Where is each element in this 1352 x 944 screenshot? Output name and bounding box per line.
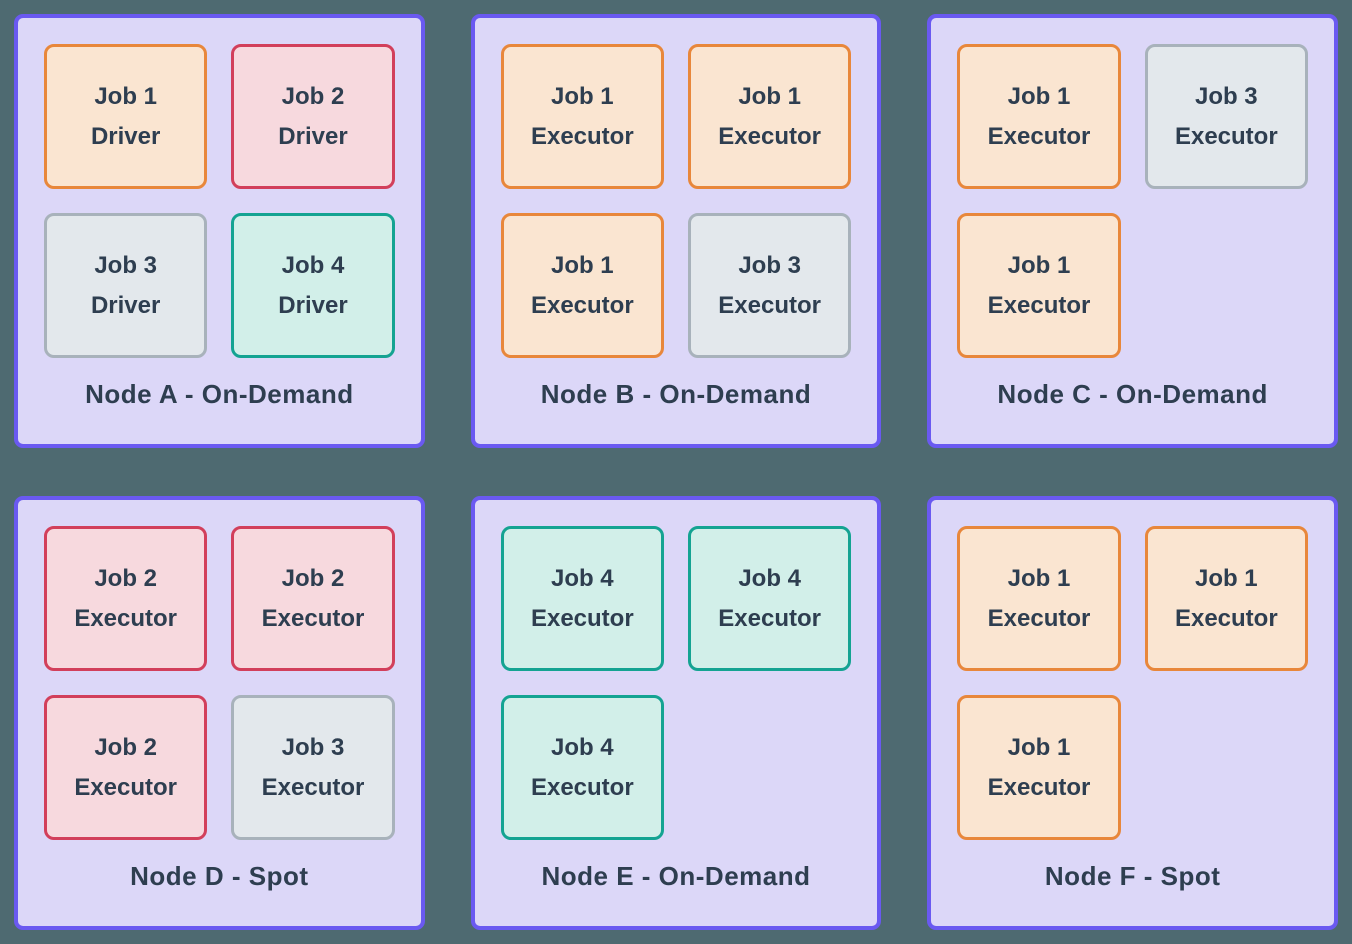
job-box: Job 1 Executor	[957, 213, 1121, 358]
job-box: Job 3 Executor	[231, 695, 395, 840]
job-box: Job 1 Executor	[500, 44, 664, 189]
node-c-on-demand: Job 1 Executor Job 3 Executor Job 1 Exec…	[927, 14, 1338, 448]
job-name: Job 2	[94, 564, 157, 592]
job-name: Job 1	[1194, 564, 1258, 592]
node-e-on-demand: Job 4 Executor Job 4 Executor Job 4 Exec…	[470, 496, 882, 930]
node-a-on-demand: Job 1 Driver Job 2 Driver Job 3 Driver J…	[14, 14, 425, 448]
node-label: Node E - On-Demand	[541, 860, 811, 891]
job-box: Job 1 Executor	[1144, 526, 1308, 671]
job-role: Executor	[718, 604, 821, 632]
job-role: Executor	[987, 291, 1091, 319]
node-b-jobs-grid: Job 1 Executor Job 1 Executor Job 1 Exec…	[500, 44, 852, 358]
job-role: Executor	[987, 773, 1091, 801]
job-role: Executor	[261, 604, 365, 632]
node-e-jobs-grid: Job 4 Executor Job 4 Executor Job 4 Exec…	[500, 526, 852, 840]
job-box: Job 4 Executor	[687, 526, 852, 671]
job-box: Job 3 Driver	[44, 213, 208, 358]
job-box: Job 3 Executor	[1144, 44, 1308, 189]
job-box: Job 2 Executor	[44, 526, 208, 671]
job-name: Job 1	[94, 82, 157, 110]
node-d-jobs-grid: Job 2 Executor Job 2 Executor Job 2 Exec…	[44, 526, 395, 840]
job-name: Job 3	[281, 733, 345, 761]
job-box: Job 4 Driver	[231, 213, 395, 358]
node-label: Node F - Spot	[1044, 860, 1221, 891]
job-name: Job 2	[281, 564, 345, 592]
node-label: Node B - On-Demand	[540, 378, 812, 409]
job-box: Job 2 Driver	[231, 44, 395, 189]
node-label: Node D - Spot	[130, 860, 309, 891]
job-name: Job 1	[1007, 564, 1071, 592]
node-b-on-demand: Job 1 Executor Job 1 Executor Job 1 Exec…	[470, 14, 882, 448]
job-role: Executor	[1174, 122, 1278, 150]
job-name: Job 1	[738, 82, 801, 110]
job-box: Job 1 Executor	[500, 213, 664, 358]
job-role: Executor	[74, 604, 178, 632]
job-name: Job 3	[1194, 82, 1258, 110]
job-role: Executor	[530, 291, 634, 319]
job-role: Driver	[278, 122, 348, 150]
job-name: Job 4	[738, 564, 801, 592]
job-name: Job 3	[94, 251, 157, 279]
job-name: Job 2	[281, 82, 345, 110]
job-name: Job 2	[94, 733, 157, 761]
job-box: Job 1 Executor	[957, 526, 1121, 671]
job-box: Job 1 Driver	[44, 44, 208, 189]
node-c-jobs-grid: Job 1 Executor Job 3 Executor Job 1 Exec…	[957, 44, 1308, 358]
job-role: Executor	[718, 122, 821, 150]
job-name: Job 4	[550, 564, 614, 592]
job-role: Executor	[530, 604, 634, 632]
job-box: Job 2 Executor	[231, 526, 395, 671]
node-label: Node A - On-Demand	[85, 378, 354, 409]
job-box: Job 2 Executor	[44, 695, 208, 840]
node-f-jobs-grid: Job 1 Executor Job 1 Executor Job 1 Exec…	[957, 526, 1308, 840]
job-role: Executor	[1174, 604, 1278, 632]
job-role: Executor	[987, 122, 1091, 150]
node-a-jobs-grid: Job 1 Driver Job 2 Driver Job 3 Driver J…	[44, 44, 395, 358]
job-name: Job 1	[1007, 733, 1071, 761]
job-box: Job 3 Executor	[687, 213, 852, 358]
job-role: Driver	[278, 291, 348, 319]
job-role: Executor	[74, 773, 178, 801]
job-box: Job 1 Executor	[957, 695, 1121, 840]
job-role: Driver	[90, 291, 161, 319]
job-box: Job 1 Executor	[957, 44, 1121, 189]
node-d-spot: Job 2 Executor Job 2 Executor Job 2 Exec…	[14, 496, 425, 930]
job-role: Executor	[987, 604, 1091, 632]
job-role: Executor	[718, 291, 821, 319]
job-name: Job 1	[1007, 251, 1071, 279]
job-name: Job 1	[550, 82, 614, 110]
node-f-spot: Job 1 Executor Job 1 Executor Job 1 Exec…	[927, 496, 1338, 930]
job-box: Job 4 Executor	[500, 526, 664, 671]
job-role: Executor	[261, 773, 365, 801]
job-role: Executor	[530, 773, 634, 801]
node-label: Node C - On-Demand	[997, 378, 1268, 409]
job-name: Job 3	[738, 251, 801, 279]
job-role: Driver	[90, 122, 161, 150]
job-name: Job 4	[281, 251, 345, 279]
job-name: Job 4	[550, 733, 614, 761]
job-name: Job 1	[550, 251, 614, 279]
job-box: Job 4 Executor	[500, 695, 664, 840]
job-role: Executor	[530, 122, 634, 150]
job-box: Job 1 Executor	[687, 44, 852, 189]
job-name: Job 1	[1007, 82, 1071, 110]
